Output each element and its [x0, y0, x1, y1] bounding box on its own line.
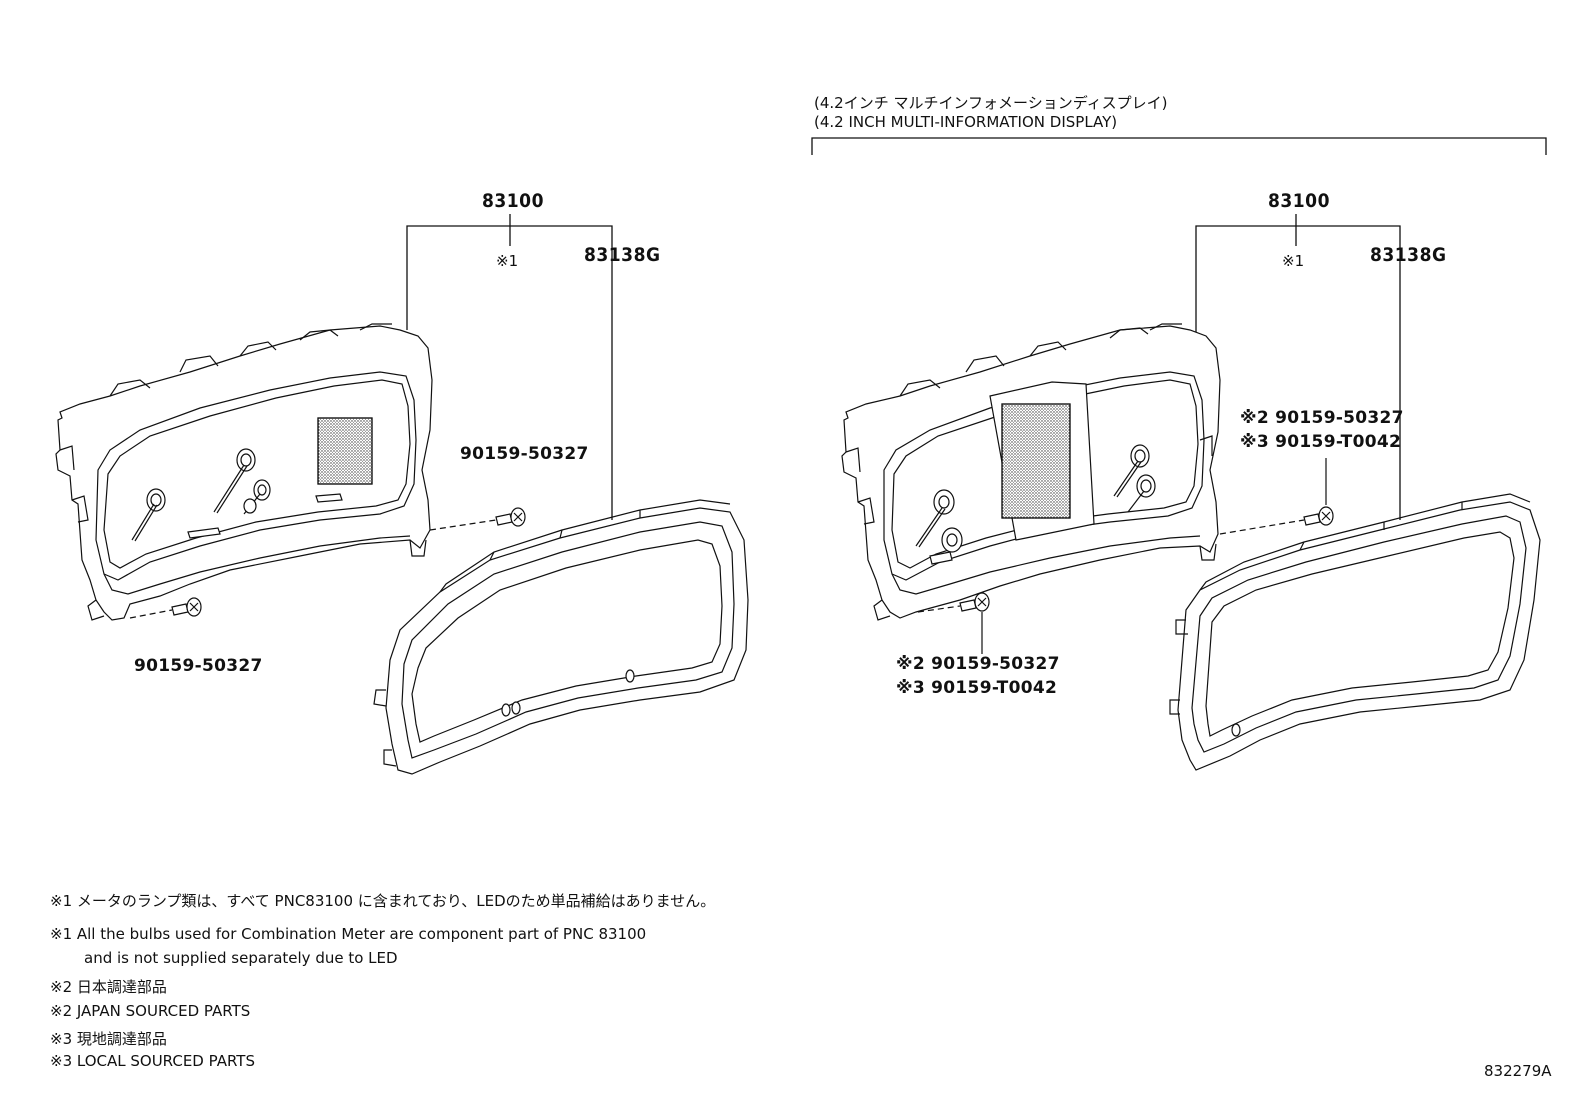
- left-screw-upper-part-number: 90159-50327: [460, 444, 589, 464]
- left-meter-cover: [373, 499, 749, 775]
- note-3-jp: ※3 現地調達部品: [50, 1030, 167, 1048]
- variant-title-en: (4.2 INCH MULTI-INFORMATION DISPLAY): [814, 113, 1118, 131]
- right-combination-meter: [841, 323, 1221, 621]
- right-leader-lines: [1195, 214, 1401, 520]
- left-cover-part-number: 83138G: [584, 244, 661, 266]
- right-meter-part-number: 83100: [1268, 190, 1330, 212]
- note-1-en-line1: ※1 All the bulbs used for Combination Me…: [50, 925, 647, 943]
- left-meter-part-number: 83100: [482, 190, 544, 212]
- right-screw-lower-part-number-local: ※3 90159-T0042: [896, 678, 1058, 698]
- left-combination-meter: [55, 323, 433, 621]
- right-screw-lower-part-number-jp: ※2 90159-50327: [896, 654, 1060, 674]
- left-screw-lower: [129, 597, 202, 619]
- note-3-en: ※3 LOCAL SOURCED PARTS: [50, 1052, 255, 1070]
- right-screw-upper-part-number-local: ※3 90159-T0042: [1240, 432, 1402, 452]
- right-screw-upper: [1219, 458, 1334, 535]
- right-screw-lower: [917, 592, 990, 654]
- note-2-jp: ※2 日本調達部品: [50, 978, 167, 996]
- note-2-en: ※2 JAPAN SOURCED PARTS: [50, 1002, 251, 1020]
- figure-number: 832279A: [1484, 1062, 1552, 1080]
- variant-title-jp: (4.2インチ マルチインフォメーションディスプレイ): [814, 94, 1168, 112]
- left-meter-ref-mark: ※1: [496, 252, 519, 270]
- right-cover-part-number: 83138G: [1370, 244, 1447, 266]
- left-leader-lines: [406, 214, 613, 520]
- left-screw-upper: [429, 507, 526, 531]
- right-screw-upper-part-number-jp: ※2 90159-50327: [1240, 408, 1404, 428]
- right-meter-cover: [1169, 493, 1541, 771]
- left-screw-lower-part-number: 90159-50327: [134, 656, 263, 676]
- right-meter-ref-mark: ※1: [1282, 252, 1305, 270]
- note-1-en-line2: and is not supplied separately due to LE…: [84, 949, 398, 967]
- variant-bracket: [811, 137, 1547, 155]
- note-1-jp: ※1 メータのランプ類は、すべて PNC83100 に含まれており、LEDのため…: [50, 892, 716, 910]
